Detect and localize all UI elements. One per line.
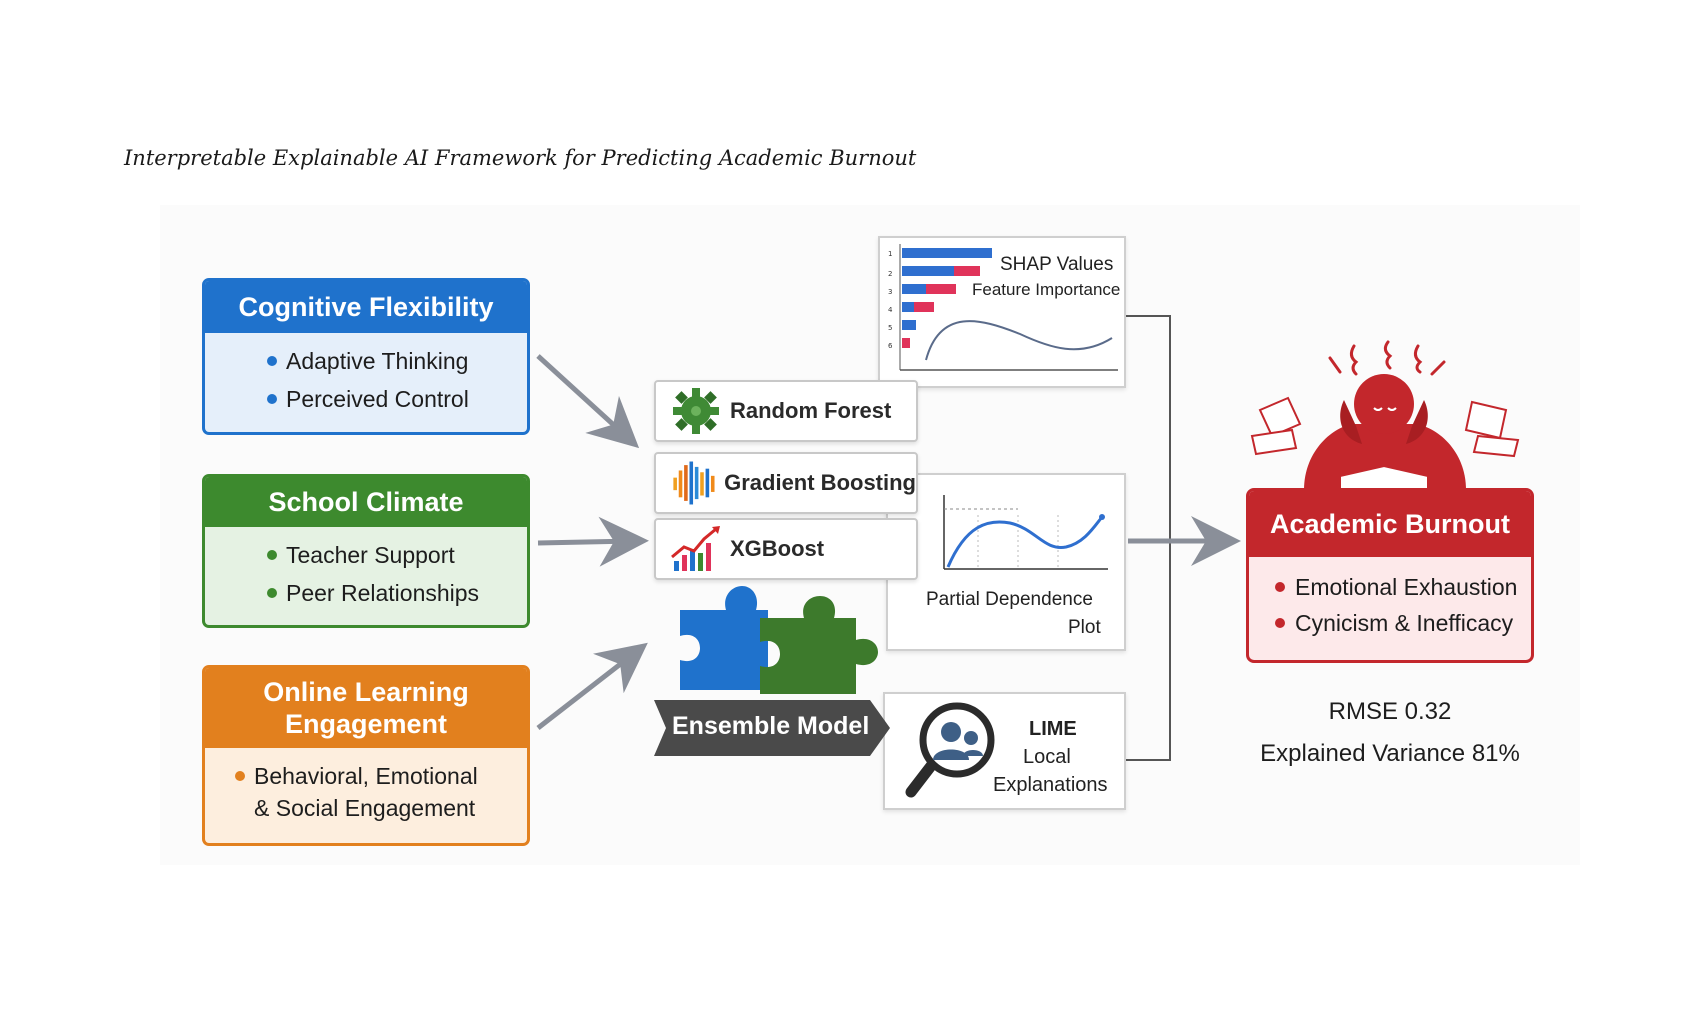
pdp-label-line1: Partial Dependence xyxy=(926,589,1093,610)
shap-label-line1: SHAP Values xyxy=(1000,254,1114,275)
bullet-icon xyxy=(235,771,245,781)
svg-text:5: 5 xyxy=(888,324,892,332)
teacher-support-label: Teacher Support xyxy=(286,542,455,568)
peer-relationships-label: Peer Relationships xyxy=(286,580,480,606)
bullet-icon xyxy=(267,550,277,560)
academic-burnout-box: Academic Burnout Emotional Exhaustion Cy… xyxy=(1246,488,1534,663)
cognitive-flexibility-title: Cognitive Flexibility xyxy=(205,281,527,333)
gradient-boosting-label: Gradient Boosting xyxy=(724,470,916,495)
cynicism-inefficacy-label: Cynicism & Inefficacy xyxy=(1295,610,1514,636)
bullet-icon xyxy=(1275,618,1285,628)
svg-text:1: 1 xyxy=(888,250,892,258)
svg-text:2: 2 xyxy=(888,270,892,278)
random-forest-label: Random Forest xyxy=(730,398,892,423)
school-climate-title: School Climate xyxy=(205,477,527,527)
emotional-exhaustion-label: Emotional Exhaustion xyxy=(1295,574,1518,600)
shap-bar-chart-icon: 1 2 3 4 5 6 xyxy=(888,244,1118,371)
arrow-online-to-models xyxy=(536,642,648,730)
list-item: Perceived Control xyxy=(267,385,527,413)
lime-label-line1: LIME xyxy=(1029,718,1077,740)
engagement-label-line2: & Social Engagement xyxy=(254,795,476,821)
green-gear-icon xyxy=(673,388,719,434)
perceived-control-label: Perceived Control xyxy=(286,386,469,412)
growth-chart-icon xyxy=(671,526,720,571)
shap-label-line2: Feature Importance xyxy=(972,280,1121,299)
shap-panel: 1 2 3 4 5 6 SHAP Values Feature Importan… xyxy=(878,236,1126,388)
list-item: Peer Relationships xyxy=(267,579,527,607)
svg-text:4: 4 xyxy=(888,306,893,314)
engagement-label-line1: Behavioral, Emotional xyxy=(254,763,478,789)
lime-label-line3: Explanations xyxy=(993,774,1108,796)
list-item: Adaptive Thinking xyxy=(267,347,527,375)
bullet-icon xyxy=(267,588,277,598)
ensemble-banner xyxy=(654,700,890,756)
stressed-student-icon xyxy=(1250,340,1520,491)
shap-connector xyxy=(1126,315,1171,761)
pdp-panel: Partial Dependence Plot xyxy=(886,473,1126,651)
xgboost-box: XGBoost xyxy=(654,518,918,580)
bullet-icon xyxy=(267,356,277,366)
magnifier-person-icon xyxy=(905,702,995,798)
svg-text:6: 6 xyxy=(888,342,893,350)
lime-label-line2: Local xyxy=(1023,746,1071,768)
random-forest-box: Random Forest xyxy=(654,380,918,442)
academic-burnout-title: Academic Burnout xyxy=(1249,491,1531,557)
puzzle-icon xyxy=(680,586,878,694)
list-item: Emotional Exhaustion xyxy=(1275,573,1531,601)
bullet-icon xyxy=(267,394,277,404)
rmse-metric: RMSE 0.32 xyxy=(1328,698,1452,725)
adaptive-thinking-label: Adaptive Thinking xyxy=(286,348,469,374)
arrow-climate-to-models xyxy=(537,516,649,567)
list-item: & Social Engagement xyxy=(235,794,527,822)
online-learning-title-line1: Online Learning xyxy=(263,677,469,707)
gradient-boosting-box: Gradient Boosting xyxy=(654,452,918,514)
ensemble-model-label: Ensemble Model xyxy=(672,712,870,740)
school-climate-box: School Climate Teacher Support Peer Rela… xyxy=(202,474,530,628)
wave-bars-icon xyxy=(673,461,715,505)
explained-variance-metric: Explained Variance 81% xyxy=(1260,740,1520,767)
lime-panel: LIME Local Explanations xyxy=(883,692,1126,810)
list-item: Behavioral, Emotional xyxy=(235,762,527,790)
pdp-curve-icon xyxy=(943,495,1108,570)
list-item: Cynicism & Inefficacy xyxy=(1275,609,1531,637)
list-item: Teacher Support xyxy=(267,541,527,569)
bullet-icon xyxy=(1275,582,1285,592)
pdp-label-line2: Plot xyxy=(1068,617,1101,638)
arrow-cognitive-to-models xyxy=(536,354,640,449)
xgboost-label: XGBoost xyxy=(730,536,825,561)
page-title: Interpretable Explainable AI Framework f… xyxy=(124,146,917,170)
online-learning-title-line2: Engagement xyxy=(284,709,448,739)
cognitive-flexibility-box: Cognitive Flexibility Adaptive Thinking … xyxy=(202,278,530,435)
svg-text:3: 3 xyxy=(888,288,892,296)
